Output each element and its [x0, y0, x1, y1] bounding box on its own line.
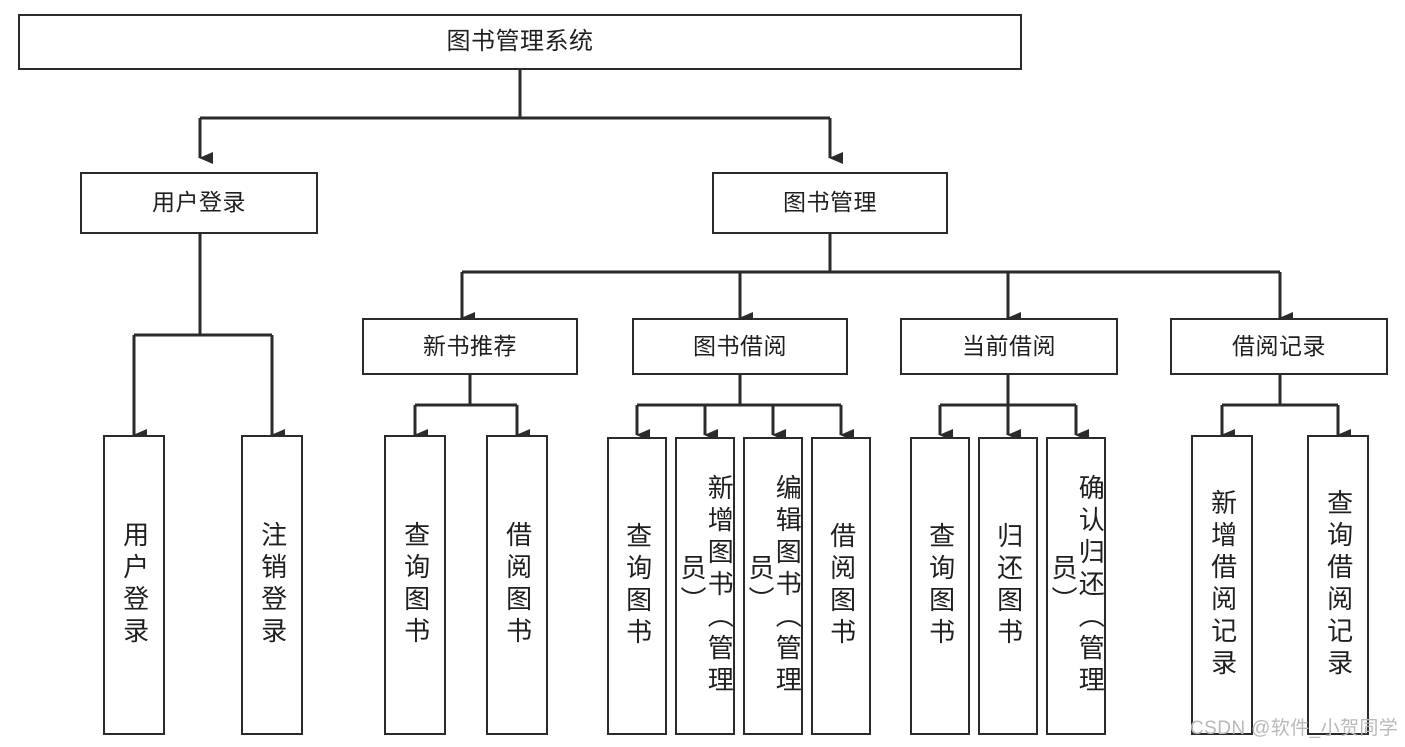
node-user-login[interactable]: 用户登录: [80, 172, 318, 234]
node-leaf-query-book-3-label: 查询图书: [925, 522, 956, 650]
node-leaf-user-login[interactable]: 用户登录: [103, 435, 165, 735]
node-leaf-query-book-2-label: 查询图书: [622, 522, 653, 650]
node-borrow-record[interactable]: 借阅记录: [1170, 318, 1388, 375]
node-user-login-label: 用户登录: [152, 189, 246, 216]
node-leaf-query-record[interactable]: 查询借阅记录: [1307, 435, 1369, 735]
node-leaf-borrow-book-1[interactable]: 借阅图书: [486, 435, 548, 735]
node-leaf-user-login-label: 用户登录: [119, 521, 150, 649]
node-leaf-borrow-book-2[interactable]: 借阅图书: [811, 437, 871, 735]
node-root[interactable]: 图书管理系统: [18, 14, 1022, 70]
node-new-book-recommend-label: 新书推荐: [423, 332, 517, 359]
node-leaf-borrow-book-2-label: 借阅图书: [826, 522, 857, 650]
node-leaf-return-book[interactable]: 归还图书: [978, 437, 1038, 735]
node-leaf-return-book-label: 归还图书: [993, 522, 1024, 650]
node-leaf-query-book-1-label: 查询图书: [400, 521, 431, 649]
node-book-manage-label: 图书管理: [783, 189, 877, 216]
node-leaf-query-book-3[interactable]: 查询图书: [910, 437, 970, 735]
csdn-watermark: CSDN @软件_小贺同学: [1190, 718, 1399, 739]
node-leaf-user-logout-label: 注销登录: [257, 521, 288, 649]
node-leaf-query-book-2[interactable]: 查询图书: [607, 437, 667, 735]
node-leaf-confirm-return[interactable]: 确认归还（管理员）: [1046, 437, 1106, 735]
node-leaf-add-book[interactable]: 新增图书（管理员）: [675, 437, 735, 735]
node-leaf-query-book-1[interactable]: 查询图书: [384, 435, 446, 735]
node-new-book-recommend[interactable]: 新书推荐: [362, 318, 578, 375]
node-book-borrow-label: 图书借阅: [693, 332, 787, 359]
node-leaf-user-logout[interactable]: 注销登录: [241, 435, 303, 735]
node-current-borrow-label: 当前借阅: [962, 332, 1056, 359]
node-borrow-record-label: 借阅记录: [1232, 332, 1326, 359]
node-book-manage[interactable]: 图书管理: [712, 172, 948, 234]
node-leaf-borrow-book-1-label: 借阅图书: [502, 521, 533, 649]
node-current-borrow[interactable]: 当前借阅: [900, 318, 1118, 375]
node-leaf-edit-book-label: 编辑图书（管理员）: [745, 474, 803, 698]
node-leaf-confirm-return-label: 确认归还（管理员）: [1048, 474, 1106, 698]
node-leaf-edit-book[interactable]: 编辑图书（管理员）: [743, 437, 803, 735]
node-leaf-query-record-label: 查询借阅记录: [1323, 489, 1354, 681]
node-leaf-add-record-label: 新增借阅记录: [1207, 489, 1238, 681]
node-root-label: 图书管理系统: [446, 27, 594, 55]
node-book-borrow[interactable]: 图书借阅: [632, 318, 848, 375]
node-leaf-add-book-label: 新增图书（管理员）: [677, 474, 735, 698]
node-leaf-add-record[interactable]: 新增借阅记录: [1191, 435, 1253, 735]
